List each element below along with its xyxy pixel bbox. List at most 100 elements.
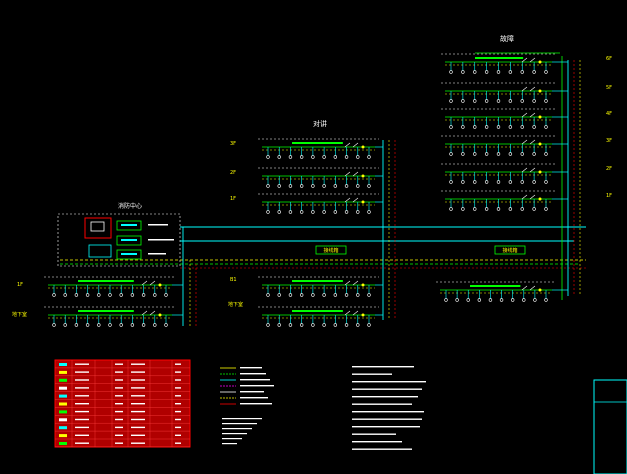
legend-text-line: [131, 434, 145, 436]
cluster-a-floor-label: 1F: [606, 193, 612, 199]
outlet-terminal-icon: [461, 125, 465, 129]
floor-branch-r0: [436, 281, 568, 302]
legend-text-line: [131, 426, 145, 429]
legend-text-line: [115, 426, 123, 429]
general-note-line: [352, 411, 424, 413]
module-box-1: [116, 220, 142, 231]
outlet-terminal-icon: [288, 293, 293, 297]
junction-node-icon: [538, 197, 542, 201]
legend-text-line: [115, 379, 123, 381]
legend-text-line: [115, 418, 123, 421]
outlet-terminal-icon: [484, 70, 489, 74]
outlet-terminal-icon: [461, 180, 465, 184]
legend-text-line: [131, 379, 145, 381]
floor-branch-a1: [441, 82, 568, 103]
outlet-terminal-icon: [544, 298, 548, 302]
outlet-terminal-icon: [508, 207, 513, 211]
outlet-terminal-icon: [333, 323, 338, 327]
central-box-title: 消防中心: [118, 202, 142, 210]
floor-equipment-bar: [292, 142, 343, 144]
general-note-line: [352, 418, 422, 420]
outlet-terminal-icon: [266, 184, 270, 188]
legend-text-line: [115, 410, 123, 413]
junction-node-icon: [538, 60, 542, 64]
outlet-terminal-icon: [449, 70, 453, 74]
outlet-terminal-icon: [356, 210, 360, 214]
outlet-terminal-icon: [466, 298, 470, 302]
floor-equipment-bar: [475, 57, 524, 59]
wire-type-caption: [240, 403, 272, 405]
outlet-terminal-icon: [311, 323, 315, 327]
outlet-terminal-icon: [266, 323, 270, 327]
outlet-terminal-icon: [322, 323, 326, 327]
outlet-terminal-icon: [333, 184, 338, 188]
legend-symbol: [59, 402, 67, 406]
outlet-terminal-icon: [356, 155, 360, 159]
bottom-mid-floor-label: B1: [230, 277, 237, 283]
junction-node-icon: [538, 170, 542, 174]
outlet-terminal-icon: [508, 70, 513, 74]
outlet-terminal-icon: [473, 125, 477, 129]
cluster-b-floor-label: 1F: [230, 196, 236, 202]
outlet-terminal-icon: [164, 323, 168, 327]
breaker-switch-icon: [141, 280, 156, 286]
module-box-2: [116, 235, 142, 246]
outlet-terminal-icon: [311, 184, 315, 188]
junction-node-icon: [158, 283, 162, 287]
outlet-terminal-icon: [119, 293, 123, 297]
cluster-a-floor-label: 4F: [606, 111, 612, 117]
outlet-terminal-icon: [74, 293, 79, 297]
general-note-line: [352, 396, 418, 398]
junction-node-icon: [538, 288, 542, 292]
general-note-line: [352, 441, 402, 443]
sub-note-line: [222, 428, 252, 430]
outlet-terminal-icon: [449, 207, 453, 211]
legend-text-line: [131, 371, 145, 373]
general-note-line: [352, 366, 414, 368]
outlet-terminal-icon: [496, 125, 501, 129]
outlet-terminal-icon: [520, 207, 524, 211]
cluster-a-floor-label: 5F: [606, 85, 612, 91]
legend-text-line: [131, 410, 145, 413]
legend-text-line: [75, 434, 89, 436]
breaker-switch-icon: [344, 171, 359, 177]
legend-text-line: [175, 418, 181, 421]
outlet-terminal-icon: [473, 207, 477, 211]
floor-branch-a2: [441, 108, 568, 129]
legend-text-line: [115, 371, 123, 373]
wire-type-caption: [240, 391, 264, 393]
outlet-terminal-icon: [367, 155, 371, 159]
outlet-terminal-icon: [544, 125, 548, 129]
floor-equipment-bar: [470, 285, 521, 287]
sub-note-line: [222, 438, 242, 440]
junction-box-2: [494, 245, 526, 255]
legend-symbol: [59, 418, 67, 422]
floor-branch-a0: [441, 53, 568, 74]
outlet-terminal-icon: [277, 323, 281, 327]
outlet-terminal-icon: [473, 70, 477, 74]
outlet-terminal-icon: [455, 298, 459, 302]
outlet-terminal-icon: [367, 210, 371, 214]
breaker-switch-icon: [521, 167, 536, 173]
outlet-terminal-icon: [344, 155, 349, 159]
legend-symbol: [59, 442, 67, 445]
breaker-switch-icon: [344, 310, 359, 316]
left-floor-label-bottom: 地下室: [12, 311, 27, 318]
outlet-terminal-icon: [544, 70, 548, 74]
outlet-terminal-icon: [496, 207, 501, 211]
outlet-terminal-icon: [85, 293, 90, 297]
outlet-terminal-icon: [522, 298, 526, 302]
floor-branch-a4: [441, 163, 568, 184]
outlet-terminal-icon: [97, 323, 101, 327]
general-note-line: [352, 381, 426, 383]
outlet-terminal-icon: [344, 293, 349, 297]
legend-table: [54, 359, 191, 448]
cluster-a-floor-label: 2F: [606, 166, 612, 172]
outlet-terminal-icon: [130, 323, 135, 327]
legend-text-line: [75, 371, 89, 373]
floor-branch-b1: [258, 167, 383, 188]
legend-symbol: [59, 378, 67, 382]
outlet-terminal-icon: [277, 184, 281, 188]
outlet-terminal-icon: [508, 99, 513, 103]
floor-branch-m0: [258, 276, 383, 297]
